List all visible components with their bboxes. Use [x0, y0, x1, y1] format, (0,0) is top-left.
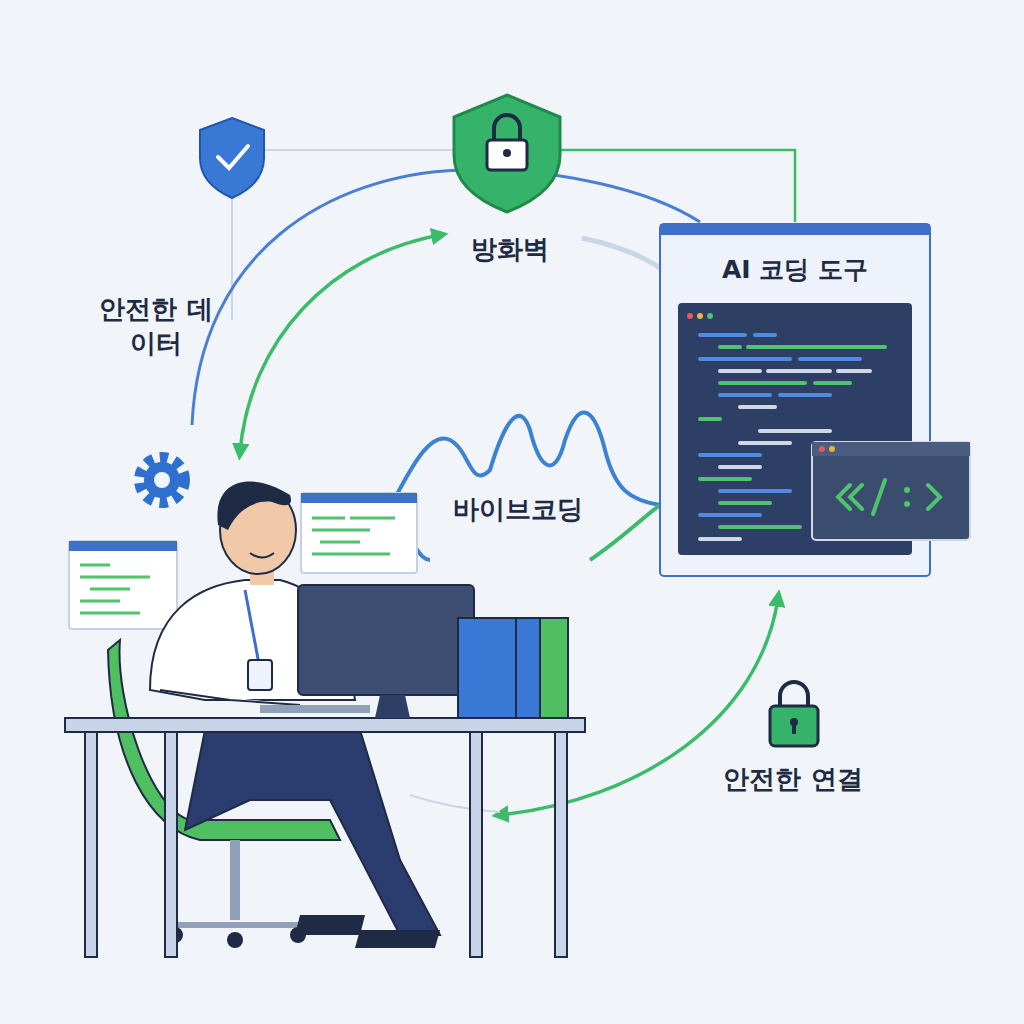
label-text: 안전한 데이터: [91, 293, 221, 361]
node-text: AI 코딩 도구: [722, 253, 868, 286]
label-text: 바이브코딩: [445, 491, 591, 529]
label-text: 방화벽: [471, 233, 549, 267]
window-title: AI 코딩 도구: [660, 224, 930, 304]
label-text: 안전한 연결: [723, 763, 862, 797]
